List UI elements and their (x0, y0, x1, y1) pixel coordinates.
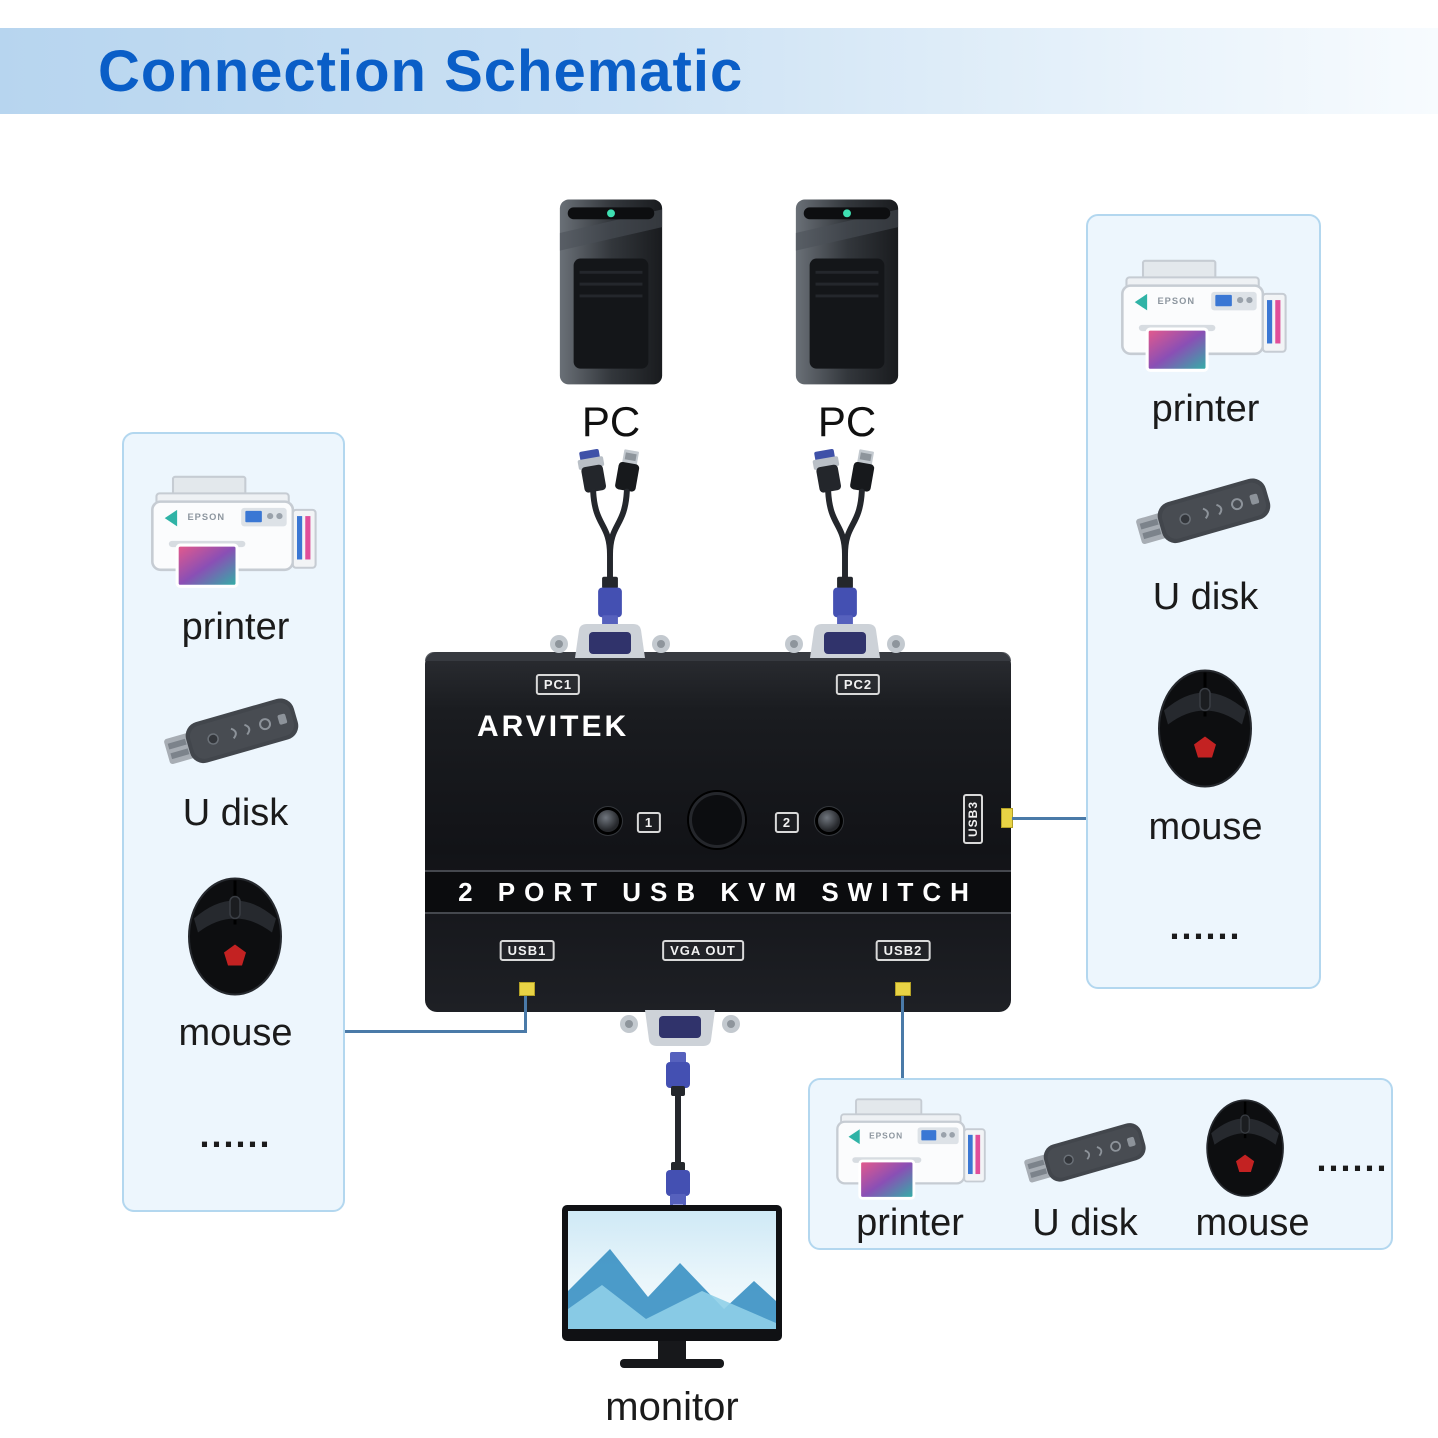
kvm-pc2-port-label: PC2 (835, 674, 881, 695)
connection-line-bottom (901, 996, 904, 1078)
pc-tower-icon (795, 199, 899, 385)
vga-port-icon (620, 1010, 740, 1046)
right-more-dots: ...... (1169, 906, 1242, 947)
vga-usb-cable-icon (577, 448, 640, 640)
left-more-dots: ...... (199, 1114, 272, 1155)
pc2-tower (788, 192, 906, 395)
printer-brand-text: EPSON (187, 512, 225, 522)
printer-brand-text: EPSON (1157, 296, 1195, 306)
pc2-cable (800, 448, 890, 651)
left-printer: EPSON (142, 464, 328, 599)
kvm-vga-out-connector (615, 1008, 745, 1057)
connection-line-left-vertical (524, 996, 527, 1033)
bottom-more-dots: ...... (1316, 1138, 1389, 1179)
mouse-icon (1206, 1099, 1284, 1197)
left-peripherals-panel: EPSON printer (122, 432, 345, 1212)
select-button-1[interactable] (597, 810, 619, 832)
mouse-icon (188, 877, 282, 996)
monitor (562, 1205, 782, 1380)
left-mouse-label: mouse (178, 1012, 293, 1054)
right-printer-label: printer (1151, 388, 1260, 430)
left-mouse (178, 864, 293, 1009)
bottom-mouse-label: mouse (1195, 1202, 1310, 1244)
printer-icon: EPSON (836, 1098, 986, 1200)
vga-port-icon (550, 624, 670, 658)
device-model-text: 2 PORT USB KVM SWITCH (458, 876, 978, 907)
pc1-tower (552, 192, 670, 395)
pc1-label: PC (581, 398, 641, 445)
bottom-printer-label: printer (856, 1202, 964, 1244)
right-mouse-label: mouse (1148, 806, 1263, 848)
usb2-port (895, 982, 911, 996)
button-1-label: 1 (636, 812, 662, 833)
pc1-cable (565, 448, 655, 651)
right-mouse (1148, 656, 1263, 801)
usb1-port (519, 982, 535, 996)
printer-icon: EPSON (151, 475, 317, 588)
pc-tower-icon (559, 199, 663, 385)
pc2-label: PC (817, 398, 877, 445)
connection-line-right (1012, 817, 1086, 820)
connection-line-left-horizontal (345, 1030, 527, 1033)
kvm-usb1-port-label: USB1 (499, 940, 555, 961)
bottom-printer: EPSON (828, 1088, 996, 1210)
left-udisk-label: U disk (182, 792, 289, 834)
bottom-peripherals-panel: EPSON printer (808, 1078, 1393, 1250)
right-printer: EPSON (1112, 248, 1298, 383)
left-printer-label: printer (181, 606, 290, 648)
vga-port-icon (785, 624, 905, 658)
monitor-cable (658, 1052, 698, 1217)
bottom-udisk-label: U disk (1032, 1202, 1138, 1244)
header-banner: Connection Schematic (0, 28, 1438, 114)
right-udisk (1126, 464, 1286, 564)
udisk-icon (1024, 1123, 1146, 1183)
bottom-mouse (1198, 1090, 1293, 1207)
left-udisk (154, 684, 314, 784)
kvm-switch: PC1 PC2 ARVITEK 1 2 USB3 2 PORT USB KVM … (425, 652, 1013, 1012)
mouse-icon (1158, 669, 1252, 788)
device-top-edge (425, 652, 1011, 661)
udisk-icon (164, 698, 299, 765)
udisk-icon (1136, 478, 1271, 545)
monitor-icon (562, 1205, 782, 1368)
center-button[interactable] (689, 792, 745, 848)
button-2-label: 2 (774, 812, 800, 833)
brand-logo: ARVITEK (477, 710, 630, 743)
printer-icon: EPSON (1121, 259, 1287, 372)
bottom-udisk (1015, 1110, 1160, 1201)
kvm-usb2-port-label: USB2 (875, 940, 931, 961)
page-title: Connection Schematic (98, 38, 744, 104)
kvm-pc1-port-label: PC1 (535, 674, 581, 695)
vga-usb-cable-icon (812, 448, 875, 640)
right-udisk-label: U disk (1152, 576, 1259, 618)
vga-cable-icon (666, 1052, 690, 1212)
right-peripherals-panel: EPSON printer (1086, 214, 1321, 989)
kvm-pc2-vga-port (780, 618, 910, 663)
kvm-vga-out-port-label: VGA OUT (662, 940, 744, 961)
monitor-label: monitor (605, 1385, 739, 1429)
select-button-2[interactable] (818, 810, 840, 832)
printer-brand-text: EPSON (869, 1131, 903, 1141)
kvm-pc1-vga-port (545, 618, 675, 663)
device-band: 2 PORT USB KVM SWITCH (425, 870, 1011, 914)
kvm-usb3-port-label: USB3 (963, 794, 983, 845)
